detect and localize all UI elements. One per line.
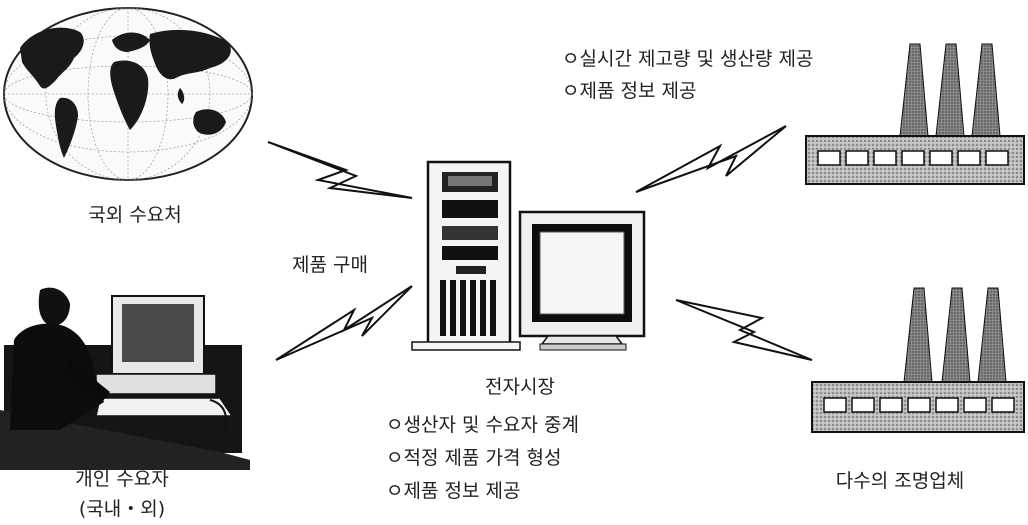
globe-icon <box>3 7 253 181</box>
emarket-item: ㅇ적정 제품 가격 형성 <box>386 447 562 469</box>
lightning-icon <box>275 285 413 361</box>
supplier-info-item: ㅇ실시간 제고량 및 생산량 제공 <box>562 48 814 70</box>
lightning-icon <box>635 125 787 193</box>
supplier-info-item: ㅇ제품 정보 제공 <box>562 80 697 102</box>
emarket-item: ㅇ제품 정보 제공 <box>386 480 521 502</box>
lightning-icon <box>675 299 813 361</box>
individual-buyer-label: 개인 수요자 <box>75 468 169 490</box>
factory-icon <box>805 43 1025 185</box>
emarket-title: 전자시장 <box>485 376 555 398</box>
individual-buyer-sublabel: (국내・외) <box>78 498 166 520</box>
manufacturers-label: 다수의 조명업체 <box>835 470 965 492</box>
server-tower-icon <box>411 160 521 351</box>
overseas-buyer-label: 국외 수요처 <box>88 204 182 226</box>
lightning-icon <box>267 141 413 199</box>
factory-icon <box>811 287 1025 433</box>
product-purchase-label: 제품 구매 <box>292 254 368 276</box>
emarket-item: ㅇ생산자 및 수요자 중계 <box>386 414 579 436</box>
person-computer-icon <box>0 287 250 470</box>
monitor-icon <box>518 210 646 351</box>
